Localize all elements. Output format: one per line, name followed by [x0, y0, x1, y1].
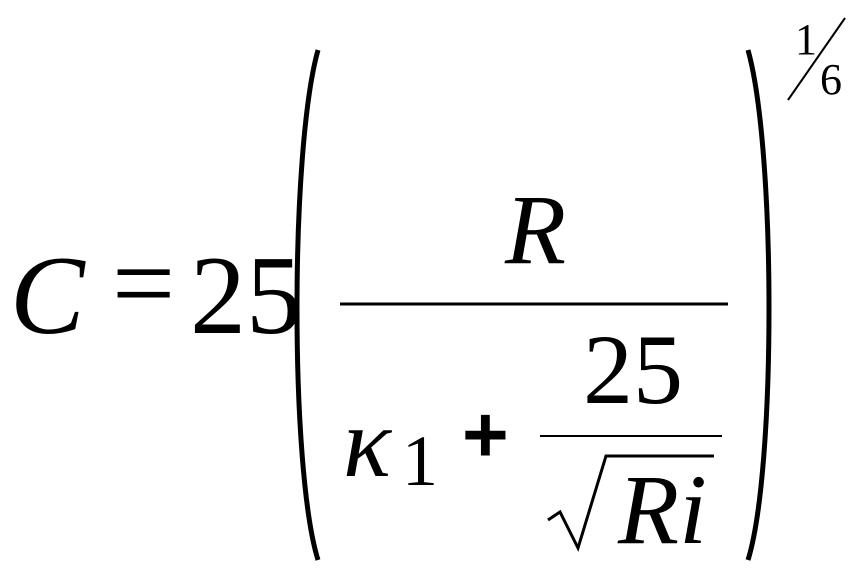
numerator-R: R: [505, 174, 567, 285]
exponent-slash: [787, 17, 846, 101]
square-root-sign: [547, 454, 714, 553]
left-parenthesis: [294, 49, 321, 561]
kappa-symbol: κ: [343, 387, 391, 498]
kappa-subscript: 1: [402, 421, 438, 501]
lhs-variable: C: [10, 234, 85, 358]
exponent-denominator: 6: [820, 55, 842, 104]
inner-numerator: 25: [583, 314, 683, 425]
radicand-Ri: Ri: [618, 454, 707, 565]
exponent-numerator: 1: [795, 15, 817, 64]
coefficient: 25: [190, 234, 302, 358]
equals-sign: =: [112, 222, 176, 346]
right-parenthesis: [745, 49, 772, 561]
plus-sign: +: [462, 390, 509, 479]
